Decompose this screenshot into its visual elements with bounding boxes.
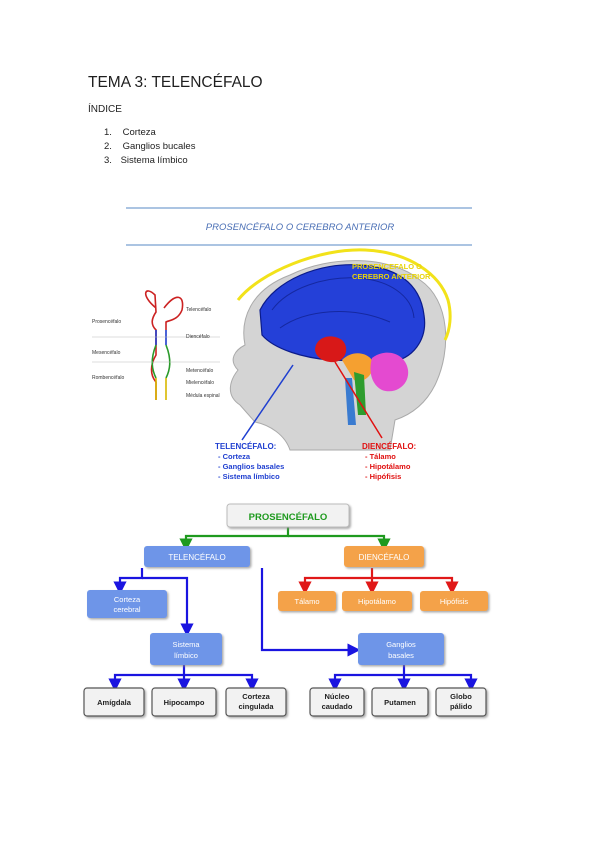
node-label: Núcleo	[324, 692, 349, 701]
embryo-label: Médula espinal	[186, 393, 220, 399]
node-amigdala: Amígdala	[83, 687, 145, 717]
node-label: pálido	[450, 702, 473, 711]
embryo-label: Telencéfalo	[186, 307, 212, 313]
node-label: TELENCÉFALO	[168, 553, 225, 562]
figure-header: PROSENCÉFALO O CEREBRO ANTERIOR	[206, 222, 395, 233]
node-talamo: Tálamo	[278, 591, 336, 611]
node-sistema-limbico: Sistema límbico	[150, 633, 222, 665]
legend-item: - Ganglios basales	[218, 462, 284, 471]
node-corteza-cerebral: Corteza cerebral	[87, 590, 167, 618]
legend-item: - Tálamo	[365, 452, 396, 461]
node-label: caudado	[322, 702, 353, 711]
index-number: 3.	[104, 155, 112, 166]
node-label: Sistema	[172, 640, 200, 649]
node-label: basales	[388, 651, 414, 660]
head-illustration	[229, 248, 452, 451]
node-putamen: Putamen	[371, 687, 429, 717]
node-label: límbico	[174, 651, 198, 660]
node-ganglios-basales: Ganglios basales	[358, 633, 444, 665]
node-label: Globo	[450, 692, 472, 701]
node-label: Hipocampo	[164, 698, 205, 707]
legend-item: - Sistema límbico	[218, 472, 280, 481]
node-label: Corteza	[114, 595, 141, 604]
node-label: Ganglios	[386, 640, 416, 649]
node-label: Hipotálamo	[358, 597, 396, 606]
node-globo-palido: Globo pálido	[435, 687, 487, 717]
node-label: Hipófisis	[440, 597, 469, 606]
node-corteza-cingulada: Corteza cingulada	[225, 687, 287, 717]
prosencefalo-label-line1: PROSENCEFALO O	[352, 262, 422, 271]
node-label: cingulada	[238, 702, 274, 711]
node-hipofisis: Hipófisis	[420, 591, 488, 611]
embryo-label: Prosencéfalo	[92, 319, 121, 325]
node-label: PROSENCÉFALO	[249, 512, 328, 523]
node-hipocampo: Hipocampo	[151, 687, 217, 717]
legend-item: - Corteza	[218, 452, 251, 461]
node-diencefalo: DIENCÉFALO	[344, 546, 424, 567]
node-label: cerebral	[113, 605, 140, 614]
brain-figure: PROSENCÉFALO O CEREBRO ANTERIOR Prosencé…	[92, 207, 472, 481]
page-title: TEMA 3: TELENCÉFALO	[88, 74, 263, 91]
node-label: Corteza	[242, 692, 270, 701]
node-telencefalo: TELENCÉFALO	[144, 546, 250, 567]
node-nucleo-caudado: Núcleo caudado	[309, 687, 365, 717]
node-label: Putamen	[384, 698, 416, 707]
embryo-label: Diencéfalo	[186, 334, 210, 340]
index-item-1: 1. Corteza	[104, 127, 156, 138]
embryo-label: Metencéfalo	[186, 368, 213, 374]
hierarchy-diagram: PROSENCÉFALO TELENCÉFALO DIENCÉFALO Cort…	[83, 503, 488, 717]
index-text: Ganglios bucales	[122, 141, 196, 152]
node-label: Amígdala	[97, 698, 132, 707]
embryo-label: Rombencéfalo	[92, 375, 124, 381]
embryo-label: Mesencéfalo	[92, 350, 121, 356]
prosencefalo-label-line2: CEREBRO ANTERIOR	[352, 272, 431, 281]
index-heading: ÍNDICE	[88, 104, 122, 115]
index-item-3: 3. Sistema límbico	[104, 155, 188, 166]
legend-item: - Hipotálamo	[365, 462, 411, 471]
node-prosencefalo: PROSENCÉFALO	[226, 503, 350, 528]
telencefalo-legend-title: TELENCÉFALO:	[215, 442, 276, 451]
index-item-2: 2. Ganglios bucales	[104, 141, 195, 152]
index-number: 1.	[104, 127, 112, 138]
node-hipotalamo: Hipotálamo	[342, 591, 412, 611]
embryo-diagram: Prosencéfalo Mesencéfalo Rombencéfalo Te…	[92, 290, 220, 400]
diencefalo-legend-title: DIENCÉFALO:	[362, 442, 416, 451]
index-text: Corteza	[122, 127, 156, 138]
legend-item: - Hipófisis	[365, 472, 401, 481]
node-label: DIENCÉFALO	[359, 553, 410, 562]
telencefalo-legend: TELENCÉFALO: - Corteza - Ganglios basale…	[215, 442, 284, 481]
index-text: Sistema límbico	[120, 155, 188, 166]
embryo-label: Mielencéfalo	[186, 380, 214, 386]
index-number: 2.	[104, 141, 112, 152]
diencefalo-legend: DIENCÉFALO: - Tálamo - Hipotálamo - Hipó…	[362, 442, 416, 481]
node-label: Tálamo	[294, 597, 319, 606]
